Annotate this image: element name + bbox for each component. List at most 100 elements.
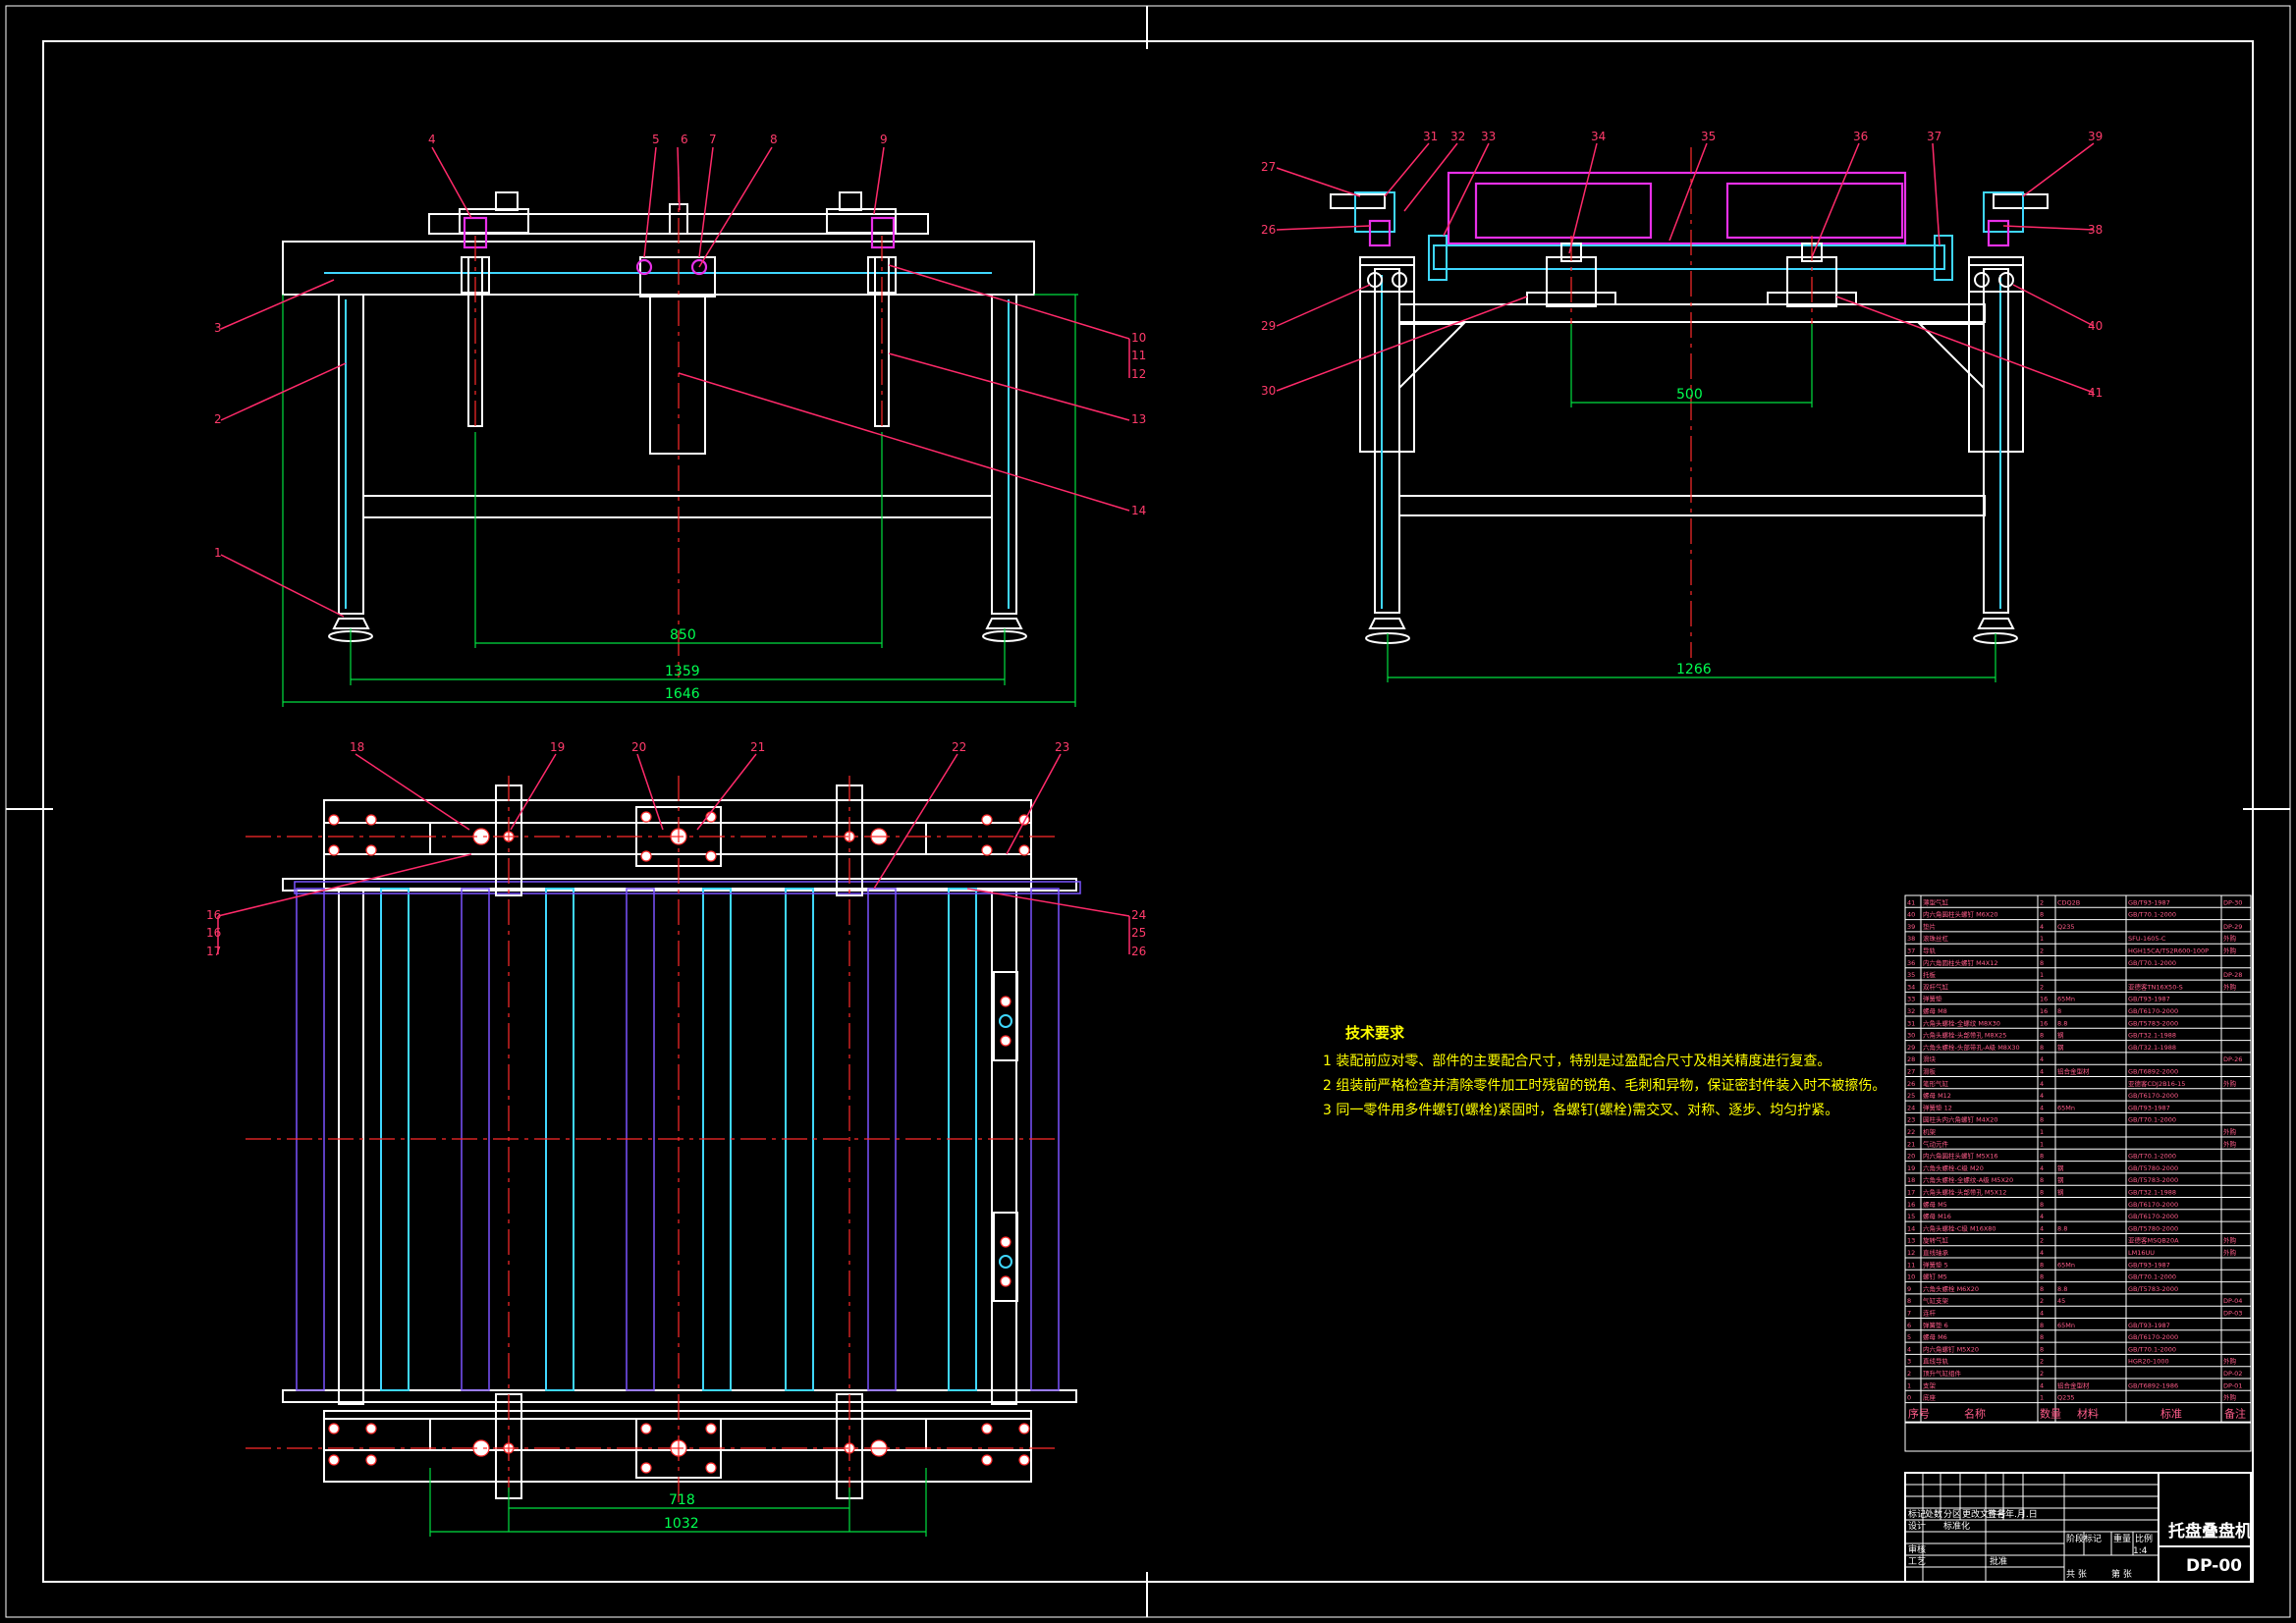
bom-header-cell: 标准 bbox=[2160, 1407, 2182, 1421]
balloon-front-8: 8 bbox=[770, 133, 778, 146]
bom-cell: 外购 bbox=[2223, 1139, 2237, 1148]
bom-cell: 8 bbox=[2040, 1333, 2044, 1341]
balloon-side-32: 32 bbox=[1450, 130, 1465, 143]
bom-cell: 4 bbox=[2040, 1092, 2044, 1100]
balloon-top-23: 23 bbox=[1055, 740, 1069, 754]
bom-cell: 机架 bbox=[1923, 1127, 1937, 1136]
bom-cell: 8.8 bbox=[2057, 1285, 2067, 1293]
bom-cell: 螺母 M6 bbox=[1923, 1332, 1947, 1341]
bom-cell: 六角头螺栓 M6X20 bbox=[1923, 1284, 1979, 1293]
bom-cell: DP-03 bbox=[2223, 1310, 2242, 1318]
bom-cell: 外购 bbox=[2223, 1357, 2237, 1366]
bom-cell: 24 bbox=[1907, 1104, 1915, 1111]
bom-cell: 1 bbox=[2040, 971, 2044, 979]
bom-cell: GB/T6170-2000 bbox=[2128, 1201, 2178, 1209]
tb-cell-total-sheets: 共 张 bbox=[2066, 1569, 2087, 1580]
bom-cell: 8.8 bbox=[2057, 1019, 2067, 1027]
bom-cell: 45 bbox=[2057, 1297, 2065, 1305]
tb-cell-process: 工艺 bbox=[1908, 1556, 1926, 1567]
bom-cell: 65Mn bbox=[2057, 996, 2075, 1003]
bom-cell: 8 bbox=[2040, 1044, 2044, 1052]
tb-cell-standard: 标准化 bbox=[1943, 1520, 1970, 1532]
bom-cell: GB/T32.1-1988 bbox=[2128, 1189, 2176, 1197]
balloon-front-10: 10 bbox=[1131, 331, 1146, 345]
balloon-front-4: 4 bbox=[428, 133, 436, 146]
bom-cell: 65Mn bbox=[2057, 1261, 2075, 1269]
bom-cell: 2 bbox=[2040, 1237, 2044, 1245]
bom-cell: 8 bbox=[2040, 1032, 2044, 1040]
balloon-front-2: 2 bbox=[214, 412, 222, 426]
dim-top-b: 1032 bbox=[664, 1516, 699, 1532]
balloon-side-34: 34 bbox=[1591, 130, 1606, 143]
bom-cell: 8 bbox=[1907, 1297, 1911, 1305]
bom-cell: DP-04 bbox=[2223, 1297, 2242, 1305]
bom-cell: GB/T5783-2000 bbox=[2128, 1285, 2178, 1293]
bom-cell: 外购 bbox=[2223, 934, 2237, 943]
bom-cell: 滚珠丝杠 bbox=[1923, 934, 1949, 943]
bom-cell: GB/T93-1987 bbox=[2128, 898, 2170, 906]
bom-cell: CDQ2B bbox=[2057, 898, 2080, 906]
bom-cell: 4 bbox=[2040, 1055, 2044, 1063]
bom-cell: GB/T5780-2000 bbox=[2128, 1164, 2178, 1172]
balloon-side-36: 36 bbox=[1853, 130, 1868, 143]
bom-cell: 2 bbox=[2040, 1297, 2044, 1305]
bom-cell: 8 bbox=[2040, 1322, 2044, 1329]
bom-cell: 3 bbox=[1907, 1358, 1911, 1366]
balloon-side-41: 41 bbox=[2088, 386, 2103, 400]
bom-cell: 5 bbox=[1907, 1333, 1911, 1341]
balloon-front-7: 7 bbox=[709, 133, 717, 146]
balloon-front-12: 12 bbox=[1131, 367, 1146, 381]
bom-cell: 直线轴承 bbox=[1923, 1248, 1949, 1257]
bom-cell: GB/T6892-1986 bbox=[2128, 1381, 2178, 1389]
bom-cell: 弹簧垫 5 bbox=[1923, 1260, 1948, 1269]
bom-cell: 内六角螺钉 M5X20 bbox=[1923, 1344, 1979, 1353]
balloon-top-22: 22 bbox=[952, 740, 966, 754]
bom-cell: 38 bbox=[1907, 935, 1915, 943]
bom-cell: 1 bbox=[2040, 1394, 2044, 1402]
balloon-side-27: 27 bbox=[1261, 160, 1276, 174]
bom-cell: GB/T93-1987 bbox=[2128, 1261, 2170, 1269]
bom-cell: 8 bbox=[2040, 1261, 2044, 1269]
bom-cell: 双杆气缸 bbox=[1923, 982, 1949, 991]
bom-cell: 支架 bbox=[1923, 1380, 1937, 1389]
bom-cell: 1 bbox=[2040, 1128, 2044, 1136]
bom-cell: GB/T70.1-2000 bbox=[2128, 1345, 2176, 1353]
bom-cell: 10 bbox=[1907, 1273, 1915, 1281]
bom-cell: 16 bbox=[2040, 1007, 2048, 1015]
tb-cell-zone: 分区 bbox=[1943, 1509, 1961, 1520]
bom-cell: 22 bbox=[1907, 1128, 1915, 1136]
front-view: 850 1359 1646 4 5 6 7 8 9 3 2 1 10 11 12… bbox=[214, 133, 1146, 707]
bom-cell: GB/T32.1-1988 bbox=[2128, 1032, 2176, 1040]
bolt-pattern bbox=[328, 811, 1030, 1474]
bom-cell: 33 bbox=[1907, 996, 1915, 1003]
bom-cell: 六角头螺栓-全螺纹 M8X30 bbox=[1923, 1018, 2000, 1027]
bom-cell: 8 bbox=[2040, 1153, 2044, 1161]
bom-cell: 弹簧垫 12 bbox=[1923, 1103, 1952, 1111]
balloon-side-26: 26 bbox=[1261, 223, 1276, 237]
bom-cell: 气缸支架 bbox=[1923, 1296, 1949, 1305]
bom-cell: 1 bbox=[2040, 1140, 2044, 1148]
bom-cell: 滑板 bbox=[1923, 1067, 1937, 1076]
bom-cell: 4 bbox=[2040, 1164, 2044, 1172]
tb-cell-date: 年.月.日 bbox=[2005, 1508, 2038, 1520]
bom-cell: 托板 bbox=[1923, 970, 1937, 979]
bom-header-cell: 材料 bbox=[2077, 1407, 2099, 1421]
dim-front-c: 1646 bbox=[665, 686, 700, 702]
drawing-title: 托盘叠盘机 bbox=[2168, 1521, 2252, 1542]
balloon-front-13: 13 bbox=[1131, 412, 1146, 426]
bom-cell: GB/T6170-2000 bbox=[2128, 1213, 2178, 1220]
bom-cell: 20 bbox=[1907, 1153, 1915, 1161]
balloon-side-33: 33 bbox=[1481, 130, 1496, 143]
bom-cell: 弹簧垫 6 bbox=[1923, 1321, 1948, 1329]
bom-cell: 2 bbox=[2040, 1358, 2044, 1366]
bom-cell: 8 bbox=[2057, 1007, 2061, 1015]
bom-cell: 钢 bbox=[2057, 1164, 2064, 1172]
bom-cell: 弹簧垫 bbox=[1923, 995, 1942, 1003]
balloon-top-25: 25 bbox=[1131, 926, 1146, 940]
bom-cell: 15 bbox=[1907, 1213, 1915, 1220]
bom-cell: 2 bbox=[2040, 947, 2044, 955]
balloon-top-19: 19 bbox=[550, 740, 565, 754]
bom-cell: 螺母 M5 bbox=[1923, 1200, 1947, 1209]
bom-cell: 1 bbox=[2040, 935, 2044, 943]
